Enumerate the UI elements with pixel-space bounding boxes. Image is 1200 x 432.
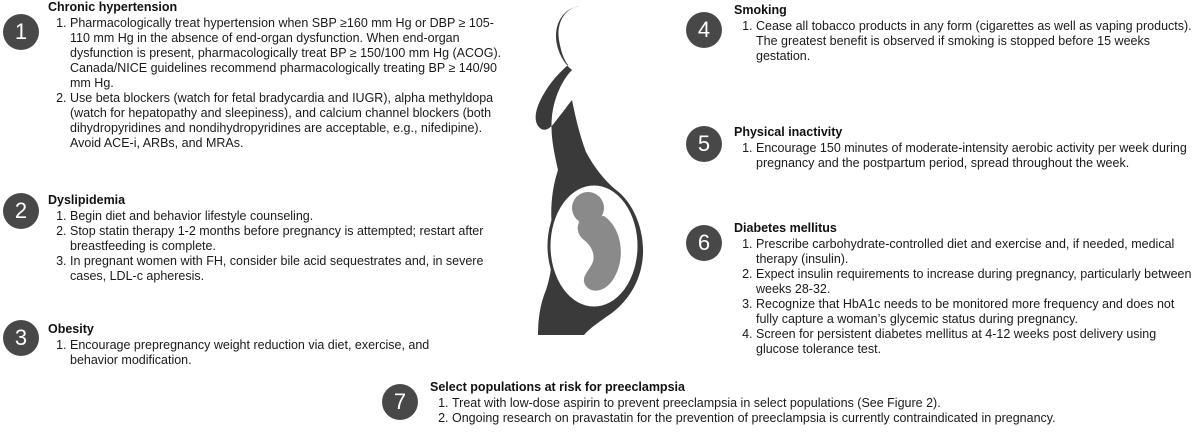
step-badge: 2 <box>3 193 39 229</box>
list-item: Recognize that HbA1c needs to be monitor… <box>756 297 1196 327</box>
section-title: Select populations at risk for preeclamp… <box>430 380 685 394</box>
item-list: Cease all tobacco products in any form (… <box>734 19 1196 64</box>
item-list: Treat with low-dose aspirin to prevent p… <box>430 396 1198 426</box>
list-item: Begin diet and behavior lifestyle counse… <box>70 209 493 224</box>
list-item: Expect insulin requirements to increase … <box>756 267 1196 297</box>
section-title: Physical inactivity <box>734 125 843 139</box>
pregnant-woman-silhouette-icon <box>535 6 644 335</box>
section-title: Smoking <box>734 3 787 17</box>
item-list: Begin diet and behavior lifestyle counse… <box>48 209 493 284</box>
section-title: Obesity <box>48 322 94 336</box>
item-list: Prescribe carbohydrate-controlled diet a… <box>734 237 1196 357</box>
section-title: Diabetes mellitus <box>734 221 837 235</box>
section-title: Chronic hypertension <box>48 0 178 14</box>
list-item: Ongoing research on pravastatin for the … <box>452 411 1198 426</box>
section-title: Dyslipidemia <box>48 193 126 207</box>
list-item: Use beta blockers (watch for fetal brady… <box>70 91 506 151</box>
list-item: Treat with low-dose aspirin to prevent p… <box>452 396 1198 411</box>
list-item: Cease all tobacco products in any form (… <box>756 19 1196 64</box>
list-item: Encourage prepregnancy weight reduction … <box>70 338 478 368</box>
step-badge: 5 <box>686 126 722 162</box>
list-item: Pharmacologically treat hypertension whe… <box>70 16 506 91</box>
step-badge: 3 <box>3 320 39 356</box>
item-list: Encourage 150 minutes of moderate-intens… <box>734 141 1196 171</box>
list-item: Encourage 150 minutes of moderate-intens… <box>756 141 1196 171</box>
fetus-icon <box>572 192 621 291</box>
list-item: In pregnant women with FH, consider bile… <box>70 254 493 284</box>
step-badge: 6 <box>686 225 722 261</box>
list-item: Stop statin therapy 1-2 months before pr… <box>70 224 493 254</box>
item-list: Pharmacologically treat hypertension whe… <box>48 16 506 151</box>
list-item: Prescribe carbohydrate-controlled diet a… <box>756 237 1196 267</box>
step-badge: 7 <box>382 384 418 420</box>
step-badge: 4 <box>686 12 722 48</box>
list-item: Screen for persistent diabetes mellitus … <box>756 327 1196 357</box>
item-list: Encourage prepregnancy weight reduction … <box>48 338 478 368</box>
step-badge: 1 <box>3 14 39 50</box>
